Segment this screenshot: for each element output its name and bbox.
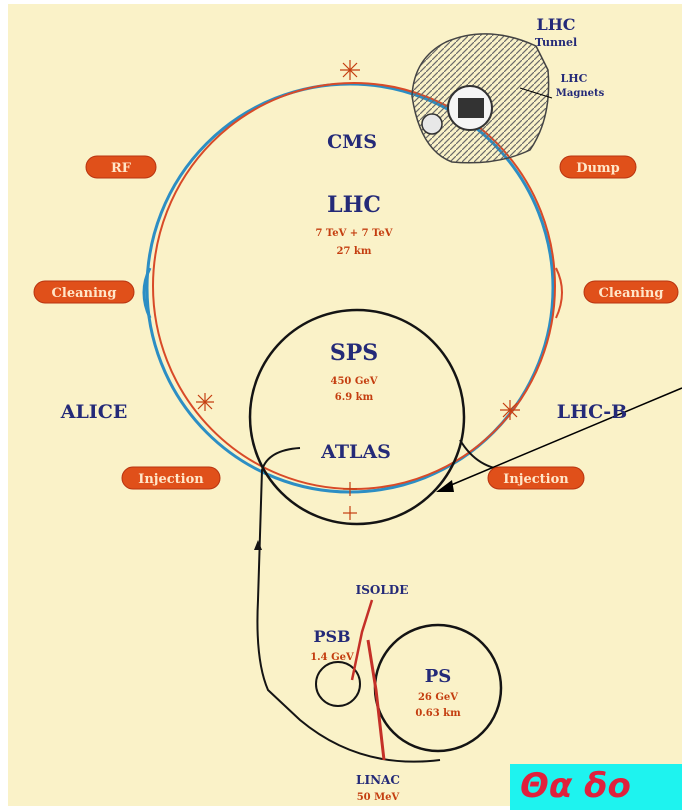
magnets-label-line2: Magnets (556, 88, 605, 99)
pill-dump: Dump (560, 156, 636, 178)
ps-ring (375, 625, 501, 751)
lhc-name-label: LHC (327, 192, 381, 218)
linac-energy-label: 50 MeV (357, 792, 400, 803)
pill-cleaning-right-label: Cleaning (599, 286, 664, 301)
pill-cleaning-left-label: Cleaning (52, 286, 117, 301)
pill-cleaning-left: Cleaning (34, 281, 134, 303)
pill-cleaning-right: Cleaning (584, 281, 678, 303)
ps-name-label: PS (425, 666, 452, 687)
tunnel-subtitle: Tunnel (535, 36, 577, 49)
lhc-ring-bump-right (556, 268, 562, 318)
starburst-atlas (343, 482, 357, 520)
ps-energy-label: 26 GeV (418, 692, 458, 703)
lhc-length-label: 27 km (337, 246, 372, 257)
caption-banner-text: Θα δο (520, 766, 631, 806)
magnets-label-line1: LHC (561, 72, 588, 85)
pill-dump-label: Dump (576, 161, 620, 176)
cms-label: CMS (327, 131, 377, 153)
starburst-alice (196, 393, 214, 411)
tunnel-title: LHC (536, 15, 575, 34)
ps-length-label: 0.63 km (415, 708, 461, 719)
pill-rf-label: RF (111, 161, 132, 176)
pill-injection-left: Injection (122, 467, 220, 489)
atlas-label: ATLAS (320, 441, 391, 463)
caption-banner: Θα δο (510, 764, 682, 810)
linac-name-label: LINAC (356, 773, 400, 787)
lhc-tunnel-illustration (412, 34, 552, 163)
sps-name-label: SPS (330, 340, 378, 366)
sps-length-label: 6.9 km (335, 392, 374, 403)
pill-injection-right: Injection (488, 467, 584, 489)
starburst-cms (340, 60, 360, 80)
sps-energy-label: 450 GeV (330, 376, 377, 387)
pill-injection-right-label: Injection (503, 472, 569, 487)
lhcb-label: LHC-B (557, 401, 627, 423)
psb-energy-label: 1.4 GeV (310, 652, 354, 663)
lhc-energy-label: 7 TeV + 7 TeV (315, 228, 392, 239)
psb-name-label: PSB (313, 627, 350, 646)
alice-label: ALICE (60, 401, 128, 423)
pill-injection-left-label: Injection (138, 472, 204, 487)
starburst-lhcb (500, 400, 520, 420)
pill-rf: RF (86, 156, 156, 178)
isolde-label: ISOLDE (356, 583, 409, 597)
